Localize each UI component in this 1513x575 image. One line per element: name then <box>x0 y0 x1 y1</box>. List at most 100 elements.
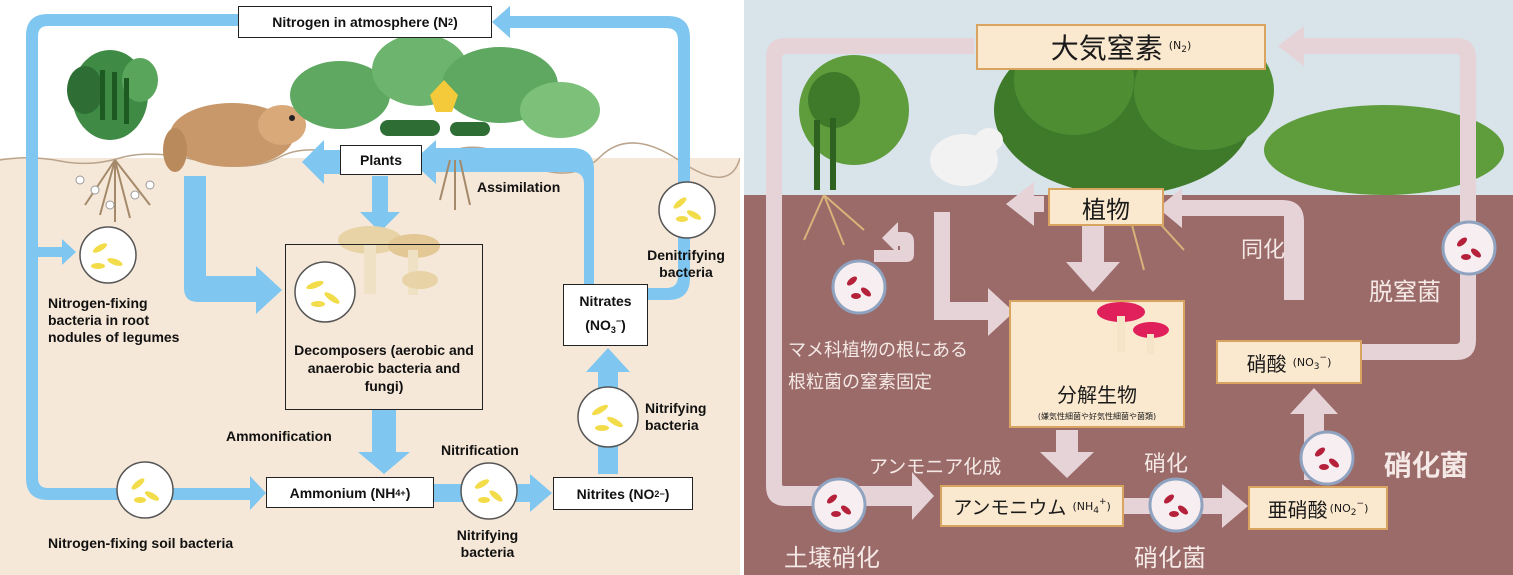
r-node-decomposers: 分解生物 (嫌気性細菌や好気性細菌や菌類) <box>1009 300 1185 428</box>
node-nitrates-sup: − <box>615 315 622 326</box>
label-nitrogen-fixing-soil: Nitrogen-fixing soil bacteria <box>48 535 234 551</box>
r-node-ammonium-formula: (NH4+) <box>1072 497 1110 516</box>
r-bacteria-circle-nitrifying <box>1299 430 1355 486</box>
arrow-to-nodules <box>38 239 76 265</box>
node-ammonium-text: Ammonium (NH <box>289 484 396 501</box>
r-node-ammonium: アンモニウム (NH4+) <box>940 485 1124 527</box>
r-node-atmosphere: 大気窒素 (N2) <box>976 24 1266 70</box>
r-bacteria-circle-denitrifying <box>1441 220 1497 276</box>
r-bacteria-circle-nodules <box>831 259 887 315</box>
arrow-animal-to-decomposers <box>184 176 282 314</box>
r-arrow-nodule-loop <box>874 222 914 262</box>
japanese-nitrogen-cycle-panel: 分解生物 (嫌気性細菌や好気性細菌や菌類) 大気窒素 (N2) 植物 アンモニウ… <box>744 0 1513 575</box>
r-label-assimilation: 同化 <box>1241 238 1286 263</box>
arrow-plants-to-animal <box>302 140 340 184</box>
arrow-plants-to-decomposers <box>360 176 400 232</box>
r-node-nitrate-sub: 3 <box>1313 361 1320 372</box>
bacteria-circle-decomposers <box>294 261 356 323</box>
bacteria-circle-soil <box>116 461 174 519</box>
gopher-animal-illustration <box>163 103 306 172</box>
r-label-nitrification: 硝化 <box>1144 452 1189 477</box>
r-node-nitrate-formula: (NO3−) <box>1293 353 1332 372</box>
r-node-nitrate: 硝酸 (NO3−) <box>1216 340 1362 384</box>
node-atmosphere-text: Nitrogen in atmosphere (N <box>272 14 449 30</box>
r-node-nitrite: 亜硝酸 (NO2−) <box>1248 486 1388 530</box>
node-nitrates-close: ) <box>621 316 626 333</box>
node-decomposers: Decomposers (aerobic and anaerobic bacte… <box>285 244 483 410</box>
r-bacteria-circle-nitrification <box>1148 477 1204 533</box>
r-node-ammonium-text: アンモニウム <box>953 496 1067 519</box>
node-nitrates-line2: (NO3−) <box>585 311 626 340</box>
r-node-atmosphere-text: 大気窒素 <box>1050 32 1163 65</box>
r-label-nitrifying-bacteria: 硝化菌 <box>1134 544 1206 572</box>
r-arrow-decomposer-to-ammonium <box>1040 430 1094 478</box>
r-label-nitrifying-bacteria-large: 硝化菌 <box>1384 449 1469 482</box>
node-atmosphere-close: ) <box>453 14 458 30</box>
label-assimilation: Assimilation <box>477 179 561 195</box>
r-label-fixation-line2: 根粒菌の窒素固定 <box>788 372 932 393</box>
r-arrow-plants-to-decomposer <box>1066 226 1120 292</box>
r-label-fixation-line1: マメ科植物の根にある <box>788 340 968 361</box>
bacteria-circle-denitrifying <box>658 181 716 239</box>
node-nitrites-sup: − <box>659 488 665 499</box>
label-nitrifying-bottom: Nitrifying bacteria <box>456 527 519 560</box>
r-node-ammonium-formula-text: (NH <box>1072 499 1094 513</box>
r-node-nitrate-text: 硝酸 <box>1246 351 1287 376</box>
r-arrow-denitrification <box>1278 26 1476 360</box>
r-node-nitrite-sup: − <box>1356 498 1365 509</box>
label-nitrifying-right: Nitrifying bacteria <box>645 400 707 433</box>
r-arrow-rabbit-to-decomposer <box>934 212 1014 336</box>
r-node-nitrite-close: ) <box>1364 501 1369 515</box>
left-bacteria-circles <box>79 181 716 520</box>
mushroom-illustration <box>338 226 440 295</box>
bacteria-circle-nitrifying-right <box>577 386 639 448</box>
r-node-atmosphere-sub: 2 <box>1181 45 1187 55</box>
r-arrow-plants-to-rabbit <box>1006 182 1044 226</box>
r-node-decomposers-text: 分解生物 <box>1057 383 1137 407</box>
r-node-decomposers-note: (嫌気性細菌や好気性細菌や菌類) <box>1037 412 1157 421</box>
bacteria-circle-nodules <box>79 226 137 284</box>
r-node-ammonium-sub: 4 <box>1093 505 1099 516</box>
r-node-nitrate-close: ) <box>1327 355 1332 369</box>
node-nitrates-line2a: (NO <box>585 316 611 333</box>
node-nitrites-sub: 2 <box>654 488 660 499</box>
r-node-nitrite-formula: (NO2−) <box>1330 499 1369 518</box>
r-node-nitrite-formula-text: (NO <box>1329 501 1351 515</box>
r-node-atmosphere-close: ) <box>1186 39 1192 52</box>
r-node-plants-text: 植物 <box>1082 195 1130 224</box>
node-nitrates-line1: Nitrates <box>579 292 632 309</box>
r-label-ammonification: アンモニア化成 <box>869 456 1002 478</box>
node-nitrites-close: ) <box>664 485 670 502</box>
node-plants: Plants <box>340 145 422 175</box>
r-node-nitrate-sup: − <box>1319 352 1328 363</box>
r-label-soil-nitrification: 土壌硝化 <box>784 544 880 572</box>
node-plants-text: Plants <box>359 152 402 168</box>
node-decomposers-text: Decomposers (aerobic and anaerobic bacte… <box>294 342 474 394</box>
r-node-nitrate-formula-text: (NO <box>1292 355 1314 369</box>
r-arrow-to-plants <box>1158 188 1304 300</box>
r-mushroom-illustration <box>1097 302 1169 354</box>
label-ammonification: Ammonification <box>226 428 332 444</box>
arrow-ammonification <box>358 410 410 474</box>
node-nitrates: Nitrates (NO3−) <box>563 284 648 346</box>
node-nitrites-text: Nitrites (NO <box>576 485 655 502</box>
arrow-nitrates-to-plants <box>412 140 594 285</box>
bacteria-circle-nitrification <box>460 462 518 520</box>
legume-plant-illustration <box>67 50 158 222</box>
node-ammonium-close: ) <box>405 484 411 501</box>
r-node-ammonium-sup: + <box>1098 496 1107 507</box>
r-node-nitrite-sub: 2 <box>1350 507 1357 518</box>
node-ammonium-sup: + <box>400 487 406 498</box>
r-node-atmosphere-formula-text: (N <box>1168 39 1182 52</box>
r-label-denitrifying: 脱窒菌 <box>1369 278 1441 306</box>
label-denitrifying: Denitrifying bacteria <box>647 247 725 280</box>
r-bacteria-circle-soil <box>811 477 867 533</box>
node-ammonium-sub: 4 <box>395 487 401 498</box>
r-node-plants: 植物 <box>1048 188 1164 226</box>
node-atmosphere-sub: 2 <box>448 17 454 27</box>
r-node-nitrite-text: 亜硝酸 <box>1267 497 1328 522</box>
squash-plant-illustration <box>290 34 600 210</box>
